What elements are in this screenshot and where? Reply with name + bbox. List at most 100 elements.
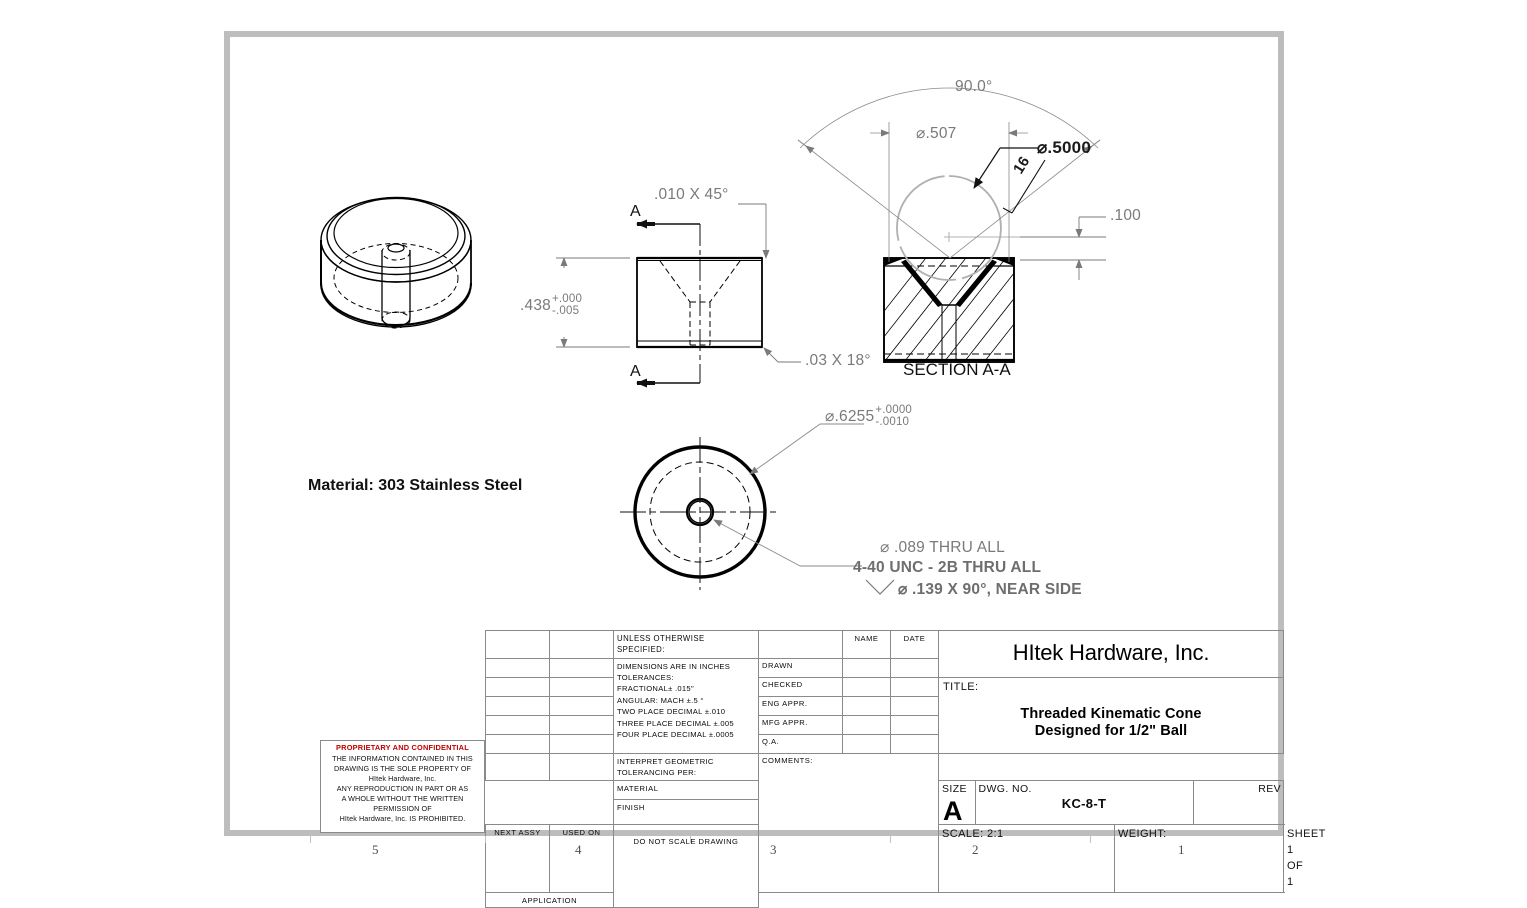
tb-engappr-name[interactable] [842,695,891,716]
tb-blank-cell [485,630,550,659]
tb-material-cell[interactable]: MATERIAL [613,780,759,801]
tb-blank-cell [549,714,614,735]
dim-ball-dia-label: ⌀.5000 [1037,138,1091,157]
tb-interpret-cell: INTERPRET GEOMETRIC TOLERANCING PER: [613,752,759,782]
tb-row-checked-label: CHECKED [758,676,843,697]
dim-outer-dia-value: ⌀.6255 [825,407,875,425]
tb-blank-cell [549,752,614,782]
tb-blank-cell [485,752,550,782]
tb-date-column-header: DATE [890,630,939,659]
spec-line: ANGULAR: MACH ±.5 ° [617,695,704,705]
dim-chamfer-top-label: .010 X 45° [654,186,729,203]
tb-row-qa-label: Q.A. [758,733,843,754]
tb-checked-name[interactable] [842,676,891,697]
tb-dwgno-cell: DWG. NO. [978,783,1032,796]
dim-angle-90-label: 90.0° [955,78,993,95]
tb-checked-date[interactable] [890,676,939,697]
section-view-label: SECTION A-A [903,360,1011,379]
dim-outer-dia-label: ⌀.6255 +.0000 -.0010 [825,404,913,428]
zone-number-5: 5 [372,842,379,857]
proprietary-line: THE INFORMATION CONTAINED IN THIS [332,754,473,763]
tb-blank-cell [549,657,614,678]
tb-blank-cell [485,695,550,716]
tb-blank-cell [549,676,614,697]
proprietary-line: PERMISSION OF [373,803,432,813]
tb-prop-cell [486,781,550,825]
proprietary-heading: PROPRIETARY AND CONFIDENTIAL [336,743,469,752]
tb-dwgno-value-cell[interactable]: KC-8-T [1061,795,1107,811]
hole-callout-line-1: ⌀ .089 THRU ALL [880,539,1005,556]
zone-number-4: 4 [575,842,582,857]
front-section-letter-top: A [630,203,641,220]
dim-cone-dia-label: ⌀.507 [916,125,957,142]
dim-outer-dia-tol-minus: -.0010 [875,415,910,428]
tb-name-column-header: NAME [842,630,891,659]
tb-blank-cell [485,714,550,735]
zone-number-3: 3 [770,842,777,857]
tb-application: APPLICATION [485,892,614,908]
spec-line: TWO PLACE DECIMAL ±.010 [617,707,726,717]
proprietary-line: ANY REPRODUCTION IN PART OR AS [336,783,469,793]
tb-qa-name[interactable] [842,733,891,754]
tb-rev-cell: REV [1192,781,1285,825]
tb-next-assy: NEXT ASSY [485,824,550,894]
tb-comments-cell[interactable]: COMMENTS: [758,752,939,894]
tb-do-not-scale: DO NOT SCALE DRAWING [613,824,759,908]
tb-row-drawn-label: DRAWN [758,657,843,678]
tb-blank-cell [549,695,614,716]
tb-drawn-date[interactable] [890,657,939,678]
dim-depth-100-label: .100 [1110,207,1141,224]
zone-tick [890,836,891,843]
tb-spec-body: DIMENSIONS ARE IN INCHES TOLERANCES: FRA… [613,657,759,754]
tb-engappr-date[interactable] [890,695,939,716]
tb-blank-cell [549,733,614,754]
tb-title-cell: TITLE: Threaded Kinematic Cone Designed … [937,676,1285,754]
hole-callout-line-2: 4-40 UNC - 2B THRU ALL [853,559,1042,576]
title-block: UNLESS OTHERWISE SPECIFIED: NAME DATE HI… [485,630,1325,908]
tb-blank-cell [549,630,614,659]
zone-tick [690,836,691,843]
tb-prop-cell2 [550,781,614,825]
tb-finish-cell[interactable]: FINISH [613,799,759,826]
material-note: Material: 303 Stainless Steel [308,477,523,494]
zone-tick [485,836,486,843]
tb-drawn-name[interactable] [842,657,891,678]
tb-row-mfgappr-label: MFG APPR. [758,714,843,735]
zone-number-2: 2 [972,842,979,857]
zone-tick [1090,836,1091,843]
zone-number-1: 1 [1178,842,1185,857]
proprietary-line: A WHOLE WITHOUT THE WRITTEN [341,793,464,803]
dim-outer-dia-tol-plus: +.0000 [875,404,913,416]
tb-blank-cell [485,733,550,754]
dim-height-value: .438 [520,296,551,314]
tb-size-cell: SIZE A [939,781,976,825]
tb-approval-blank [758,630,843,659]
title-line-1: Threaded Kinematic Cone [1020,705,1202,722]
spec-line: DIMENSIONS ARE IN INCHES [617,661,731,671]
title-line-2: Designed for 1/2" Ball [1034,723,1188,740]
dim-chamfer-bottom-label: .03 X 18° [805,352,871,369]
tb-scale-cell: SCALE: 2:1 [938,824,1115,894]
dim-height-tol-minus: -.005 [551,304,580,317]
proprietary-confidential-box: PROPRIETARY AND CONFIDENTIAL THE INFORMA… [320,740,485,833]
spec-line: FOUR PLACE DECIMAL ±.0005 [617,729,734,739]
spec-line: THREE PLACE DECIMAL ±.005 [617,718,734,728]
hole-callout-line-3: ⌀ .139 X 90°, NEAR SIDE [898,581,1082,598]
tb-row-engappr-label: ENG APPR. [758,695,843,716]
proprietary-line: HItek Hardware, Inc. IS PROHIBITED. [339,813,466,823]
tb-used-on: USED ON [549,824,614,894]
tb-size-dwg-rev-cell: SIZE A DWG. NO. REV [937,780,1285,826]
tb-weight-cell: WEIGHT: [1113,824,1285,894]
tb-qa-date[interactable] [890,733,939,754]
spec-line: TOLERANCES: [617,672,674,682]
spec-line: FRACTIONAL± .015" [617,684,694,694]
tb-spec-header: UNLESS OTHERWISE SPECIFIED: [613,630,759,659]
tb-blank-cell [485,676,550,697]
tb-mfgappr-name[interactable] [842,714,891,735]
tb-mfgappr-date[interactable] [890,714,939,735]
tb-company-cell: HItek Hardware, Inc. [937,630,1285,678]
proprietary-line: HItek Hardware, Inc. [368,773,437,783]
zone-tick [310,836,311,843]
tb-blank-cell [485,657,550,678]
dim-height-438-label: .438 +.000 -.005 [520,293,582,317]
